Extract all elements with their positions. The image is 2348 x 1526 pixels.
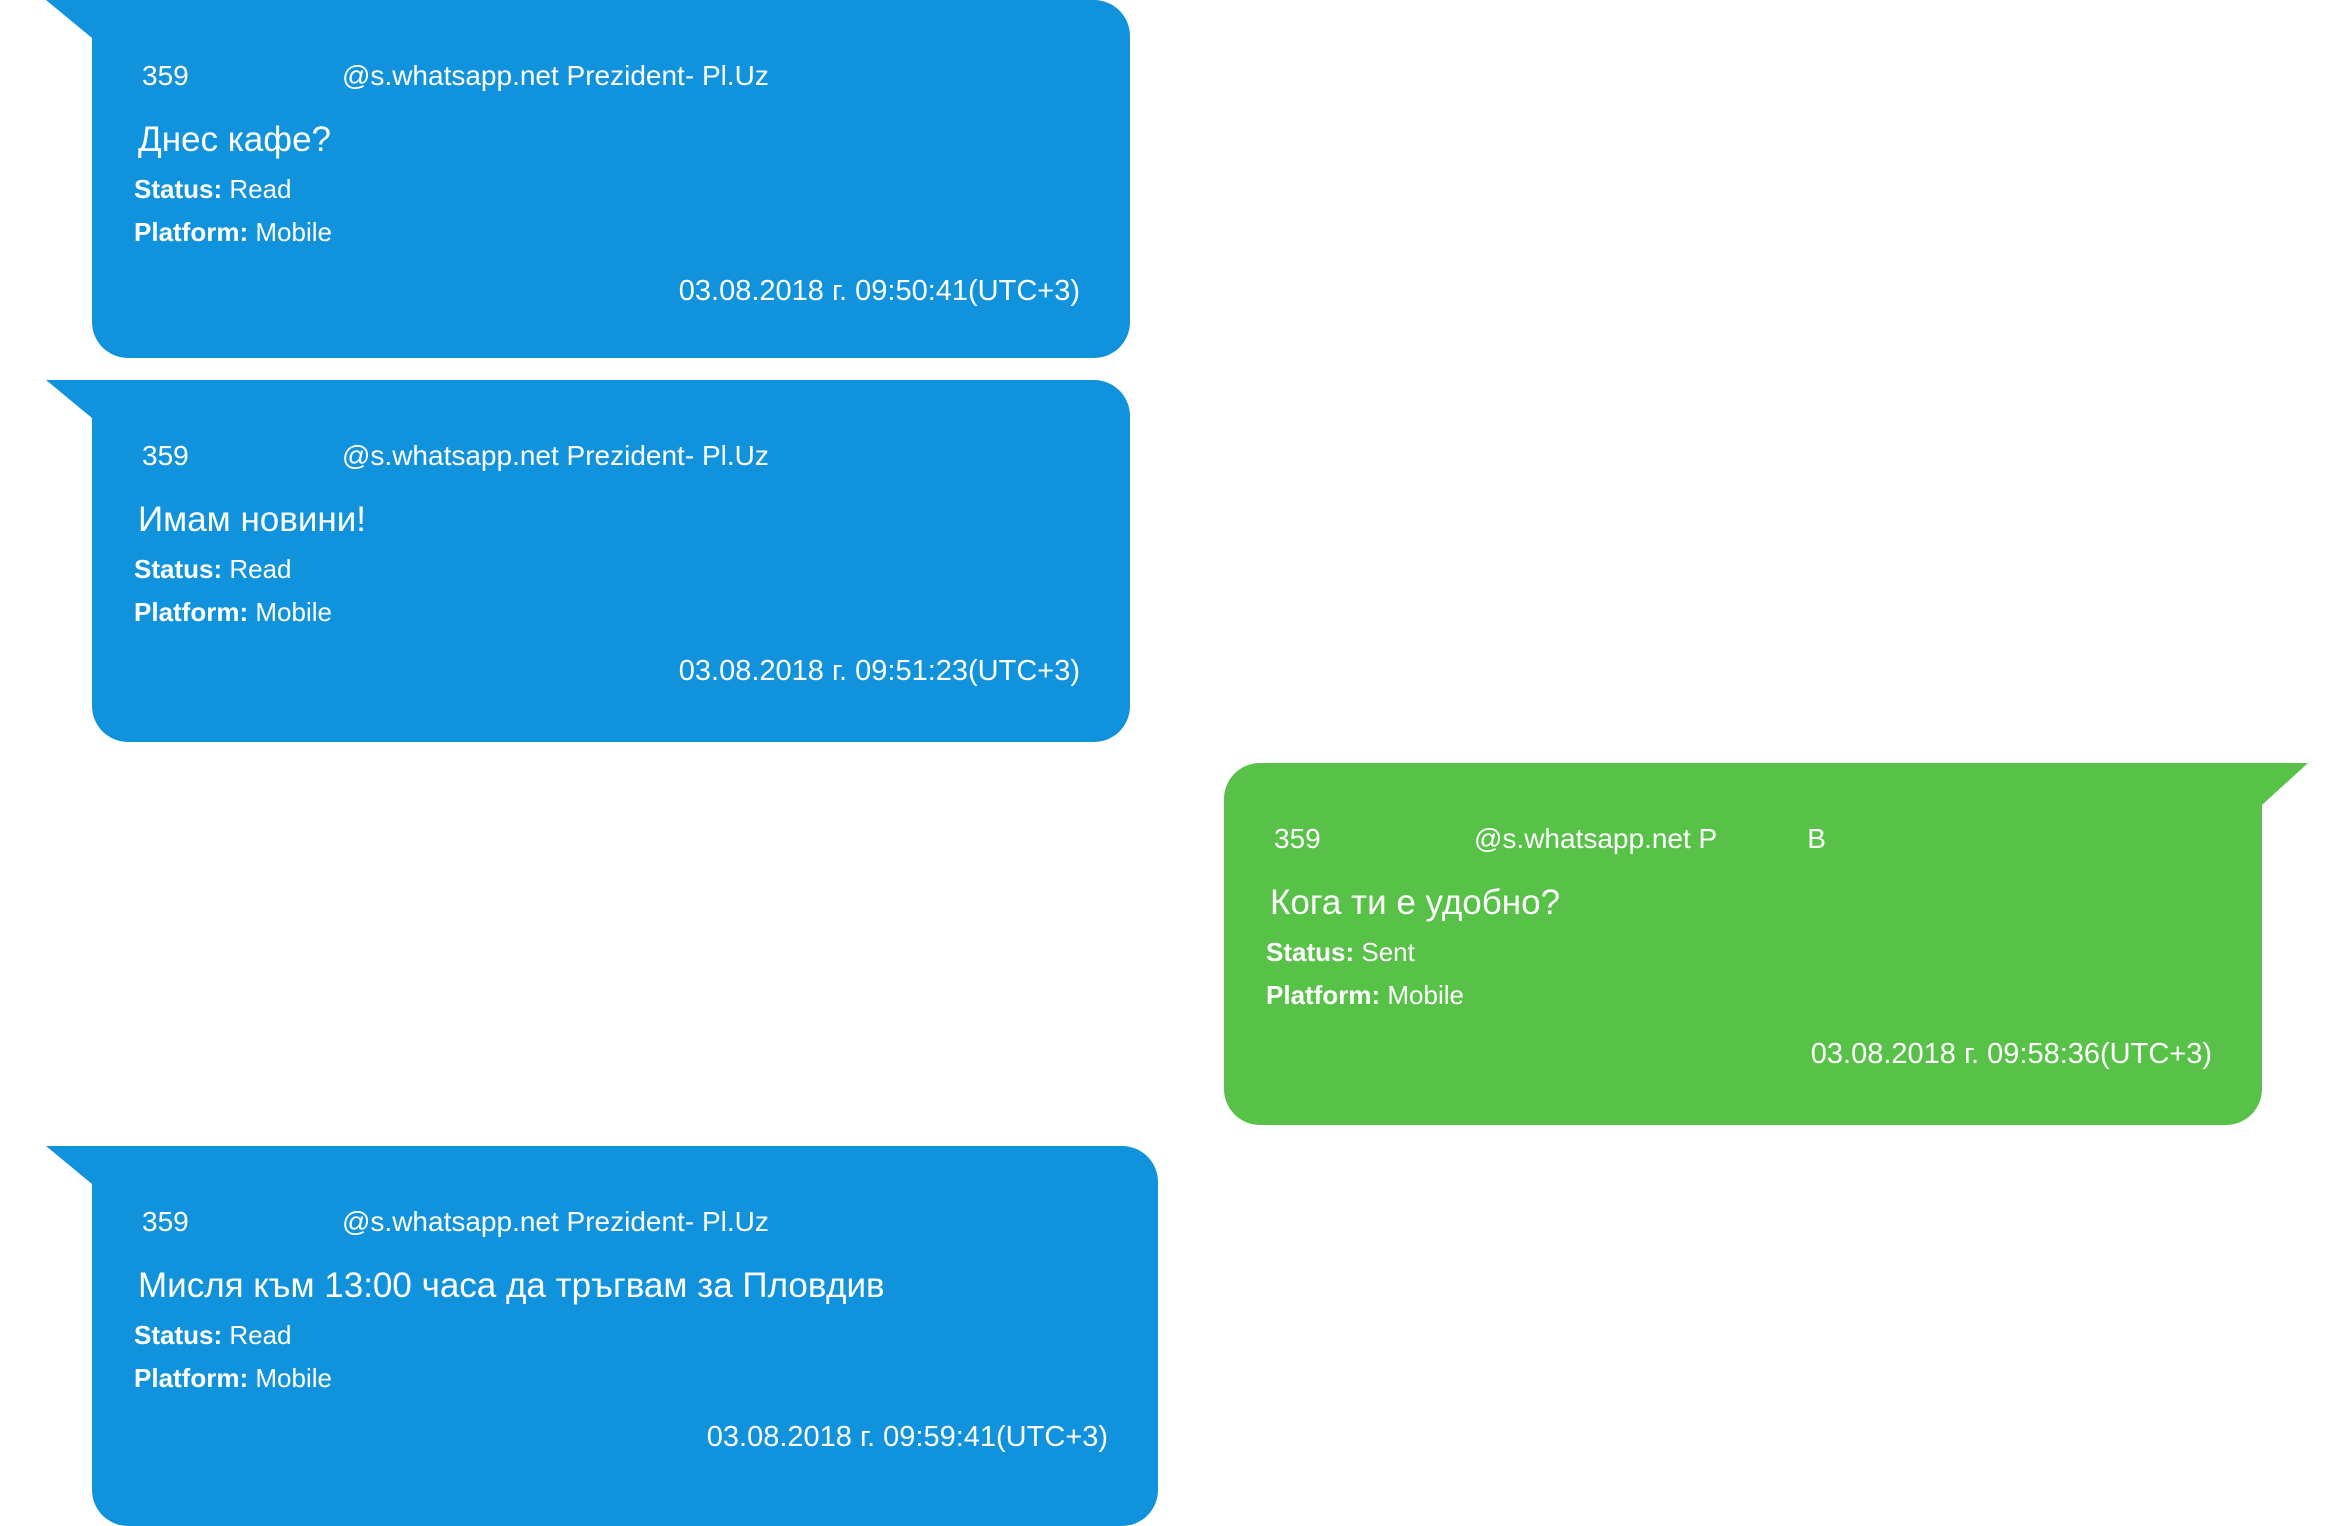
sender-number: 359 — [142, 440, 189, 471]
sender-extra: B — [1807, 823, 1826, 854]
status-value: Read — [229, 554, 292, 584]
bubble-tail — [46, 0, 92, 38]
sender-number: 359 — [1274, 823, 1321, 854]
message-timestamp: 03.08.2018 г. 09:59:41(UTC+3) — [706, 1421, 1108, 1453]
platform-label: Platform: — [134, 1363, 249, 1393]
platform-value: Mobile — [1387, 980, 1464, 1010]
bubble-tail — [2262, 763, 2308, 805]
message-timestamp: 03.08.2018 г. 09:51:23(UTC+3) — [678, 655, 1080, 687]
sender-line: 359 @s.whatsapp.net P B — [1274, 821, 1826, 857]
message-platform: Platform: Mobile — [1266, 978, 1464, 1012]
message-text: Днес кафе? — [138, 120, 331, 159]
message-text: Кога ти е удобно? — [1270, 883, 1561, 922]
bubble-tail — [46, 380, 92, 418]
status-label: Status: — [134, 174, 223, 204]
sender-line: 359 @s.whatsapp.net Prezident- Pl.Uz — [142, 1204, 769, 1240]
status-label: Status: — [134, 1320, 223, 1350]
message-status: Status: Read — [134, 172, 292, 206]
sender-domain: @s.whatsapp.net Prezident- Pl.Uz — [342, 1206, 769, 1237]
platform-label: Platform: — [134, 217, 249, 247]
message-platform: Platform: Mobile — [134, 1361, 332, 1395]
sender-number: 359 — [142, 60, 189, 91]
platform-label: Platform: — [134, 597, 249, 627]
message-bubble-incoming[interactable]: 359 @s.whatsapp.net Prezident- Pl.Uz Мисл… — [46, 1146, 1158, 1526]
message-text: Имам новини! — [138, 500, 367, 539]
bubble-tail — [46, 1146, 92, 1184]
sender-line: 359 @s.whatsapp.net Prezident- Pl.Uz — [142, 438, 769, 474]
sender-number: 359 — [142, 1206, 189, 1237]
platform-value: Mobile — [255, 1363, 332, 1393]
message-status: Status: Read — [134, 552, 292, 586]
sender-domain: @s.whatsapp.net Prezident- Pl.Uz — [342, 60, 769, 91]
message-text: Мисля към 13:00 часа да тръгвам за Пловд… — [138, 1266, 885, 1305]
status-value: Read — [229, 1320, 292, 1350]
status-value: Sent — [1361, 937, 1415, 967]
message-bubble-incoming[interactable]: 359 @s.whatsapp.net Prezident- Pl.Uz Имам… — [46, 380, 1130, 742]
message-status: Status: Sent — [1266, 935, 1415, 969]
sender-domain: @s.whatsapp.net Prezident- Pl.Uz — [342, 440, 769, 471]
chat-transcript: 359 @s.whatsapp.net Prezident- Pl.Uz Днес… — [46, 0, 2308, 1526]
sender-line: 359 @s.whatsapp.net Prezident- Pl.Uz — [142, 58, 769, 94]
platform-value: Mobile — [255, 597, 332, 627]
message-timestamp: 03.08.2018 г. 09:50:41(UTC+3) — [678, 275, 1080, 307]
message-status: Status: Read — [134, 1318, 292, 1352]
platform-label: Platform: — [1266, 980, 1381, 1010]
sender-domain: @s.whatsapp.net P — [1474, 823, 1718, 854]
message-timestamp: 03.08.2018 г. 09:58:36(UTC+3) — [1810, 1038, 2212, 1070]
platform-value: Mobile — [255, 217, 332, 247]
status-value: Read — [229, 174, 292, 204]
message-bubble-incoming[interactable]: 359 @s.whatsapp.net Prezident- Pl.Uz Днес… — [46, 0, 1130, 358]
message-platform: Platform: Mobile — [134, 215, 332, 249]
status-label: Status: — [1266, 937, 1355, 967]
status-label: Status: — [134, 554, 223, 584]
message-platform: Platform: Mobile — [134, 595, 332, 629]
